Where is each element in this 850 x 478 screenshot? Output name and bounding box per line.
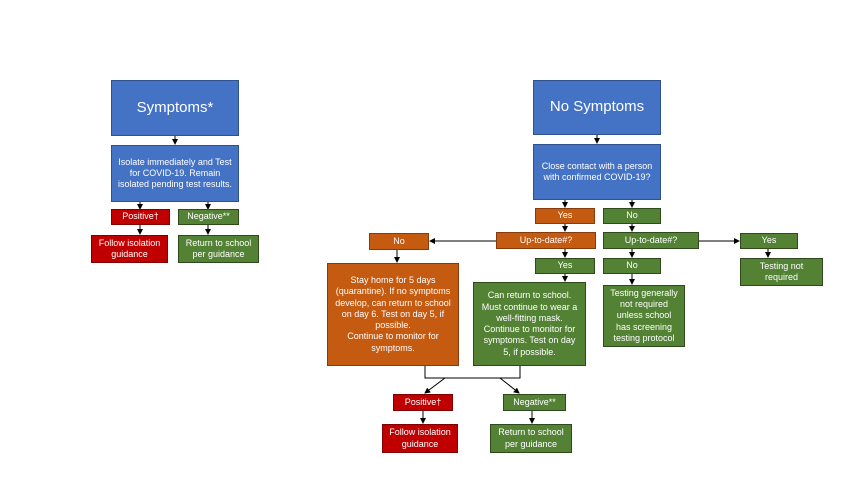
testing-not-required-box: Testing not required [740,258,823,286]
negative-box: Negative** [178,209,239,225]
arrow-merge-to-positive [424,377,446,394]
no-contact-no-box: No [603,258,661,274]
return-to-school-box: Return to school per guidance [178,235,259,263]
uptodate-question-orange: Up-to-date#? [496,232,596,249]
close-contact-yes-box: Yes [535,208,595,224]
positive-box-bottom: Positive† [393,394,453,411]
testing-generally-not-required-box: Testing generally not required unless sc… [603,285,685,347]
isolate-test-box: Isolate immediately and Test for COVID-1… [111,145,239,202]
close-contact-question-box: Close contact with a person with confirm… [533,144,661,200]
return-to-school-box-bottom: Return to school per guidance [490,424,572,453]
return-with-mask-box: Can return to school. Must continue to w… [473,282,586,366]
quarantine-box: Stay home for 5 days (quarantine). If no… [327,263,459,366]
uptodate-question-green: Up-to-date#? [603,232,699,249]
uptodate-yes-box: Yes [535,258,595,274]
no-contact-yes-box: Yes [740,233,798,249]
follow-isolation-box-bottom: Follow isolation guidance [382,424,458,453]
negative-box-bottom: Negative** [503,394,566,411]
close-contact-no-box: No [603,208,661,224]
follow-isolation-box: Follow isolation guidance [91,235,168,263]
merge-bracket [424,366,521,379]
no-symptoms-box: No Symptoms [533,80,661,135]
arrow-merge-to-negative [499,377,520,394]
uptodate-no-box: No [369,233,429,250]
positive-box: Positive† [111,209,170,225]
symptoms-box: Symptoms* [111,80,239,136]
